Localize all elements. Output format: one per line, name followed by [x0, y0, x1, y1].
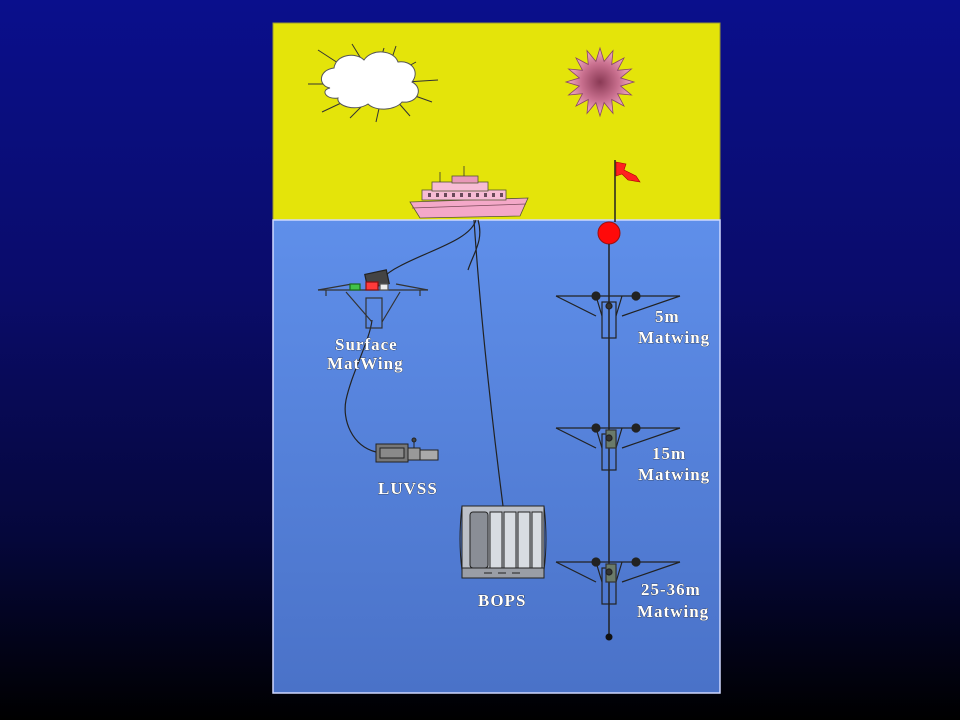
- label-matwing-surface: MatWing: [327, 354, 404, 373]
- label-luvss: LUVSS: [378, 479, 438, 498]
- label-25-36m: 25-36m: [641, 580, 701, 599]
- matwing-5m-icon: [555, 291, 681, 339]
- label-25-36m-matwing: Matwing: [637, 602, 709, 621]
- matwing-structures: [555, 291, 681, 605]
- flag-icon: [614, 160, 641, 222]
- luvss-icon: [375, 437, 439, 463]
- label-15m-matwing: Matwing: [638, 465, 710, 484]
- ship-icon: [409, 166, 529, 219]
- label-surface-matwing: Surface MatWing: [327, 335, 404, 374]
- label-matwing-15m: 15m Matwing: [638, 444, 710, 485]
- bops-icon: [459, 505, 547, 579]
- label-matwing-25-36m: 25-36m Matwing: [637, 580, 709, 622]
- label-bops: BOPS: [478, 591, 526, 610]
- mooring-anchor: [605, 633, 613, 641]
- label-5m: 5m: [655, 307, 680, 326]
- label-matwing-5m: 5m Matwing: [638, 307, 710, 348]
- label-15m: 15m: [652, 444, 686, 463]
- buoy-icon: [597, 221, 621, 245]
- label-surface: Surface: [335, 335, 398, 354]
- surface-matwing-icon: [317, 269, 429, 329]
- sun-icon: [564, 46, 636, 118]
- matwing-15m-icon: [555, 423, 681, 471]
- label-5m-matwing: Matwing: [638, 328, 710, 347]
- cloud-icon: [308, 43, 439, 123]
- matwing-25-36m-icon: [555, 557, 681, 605]
